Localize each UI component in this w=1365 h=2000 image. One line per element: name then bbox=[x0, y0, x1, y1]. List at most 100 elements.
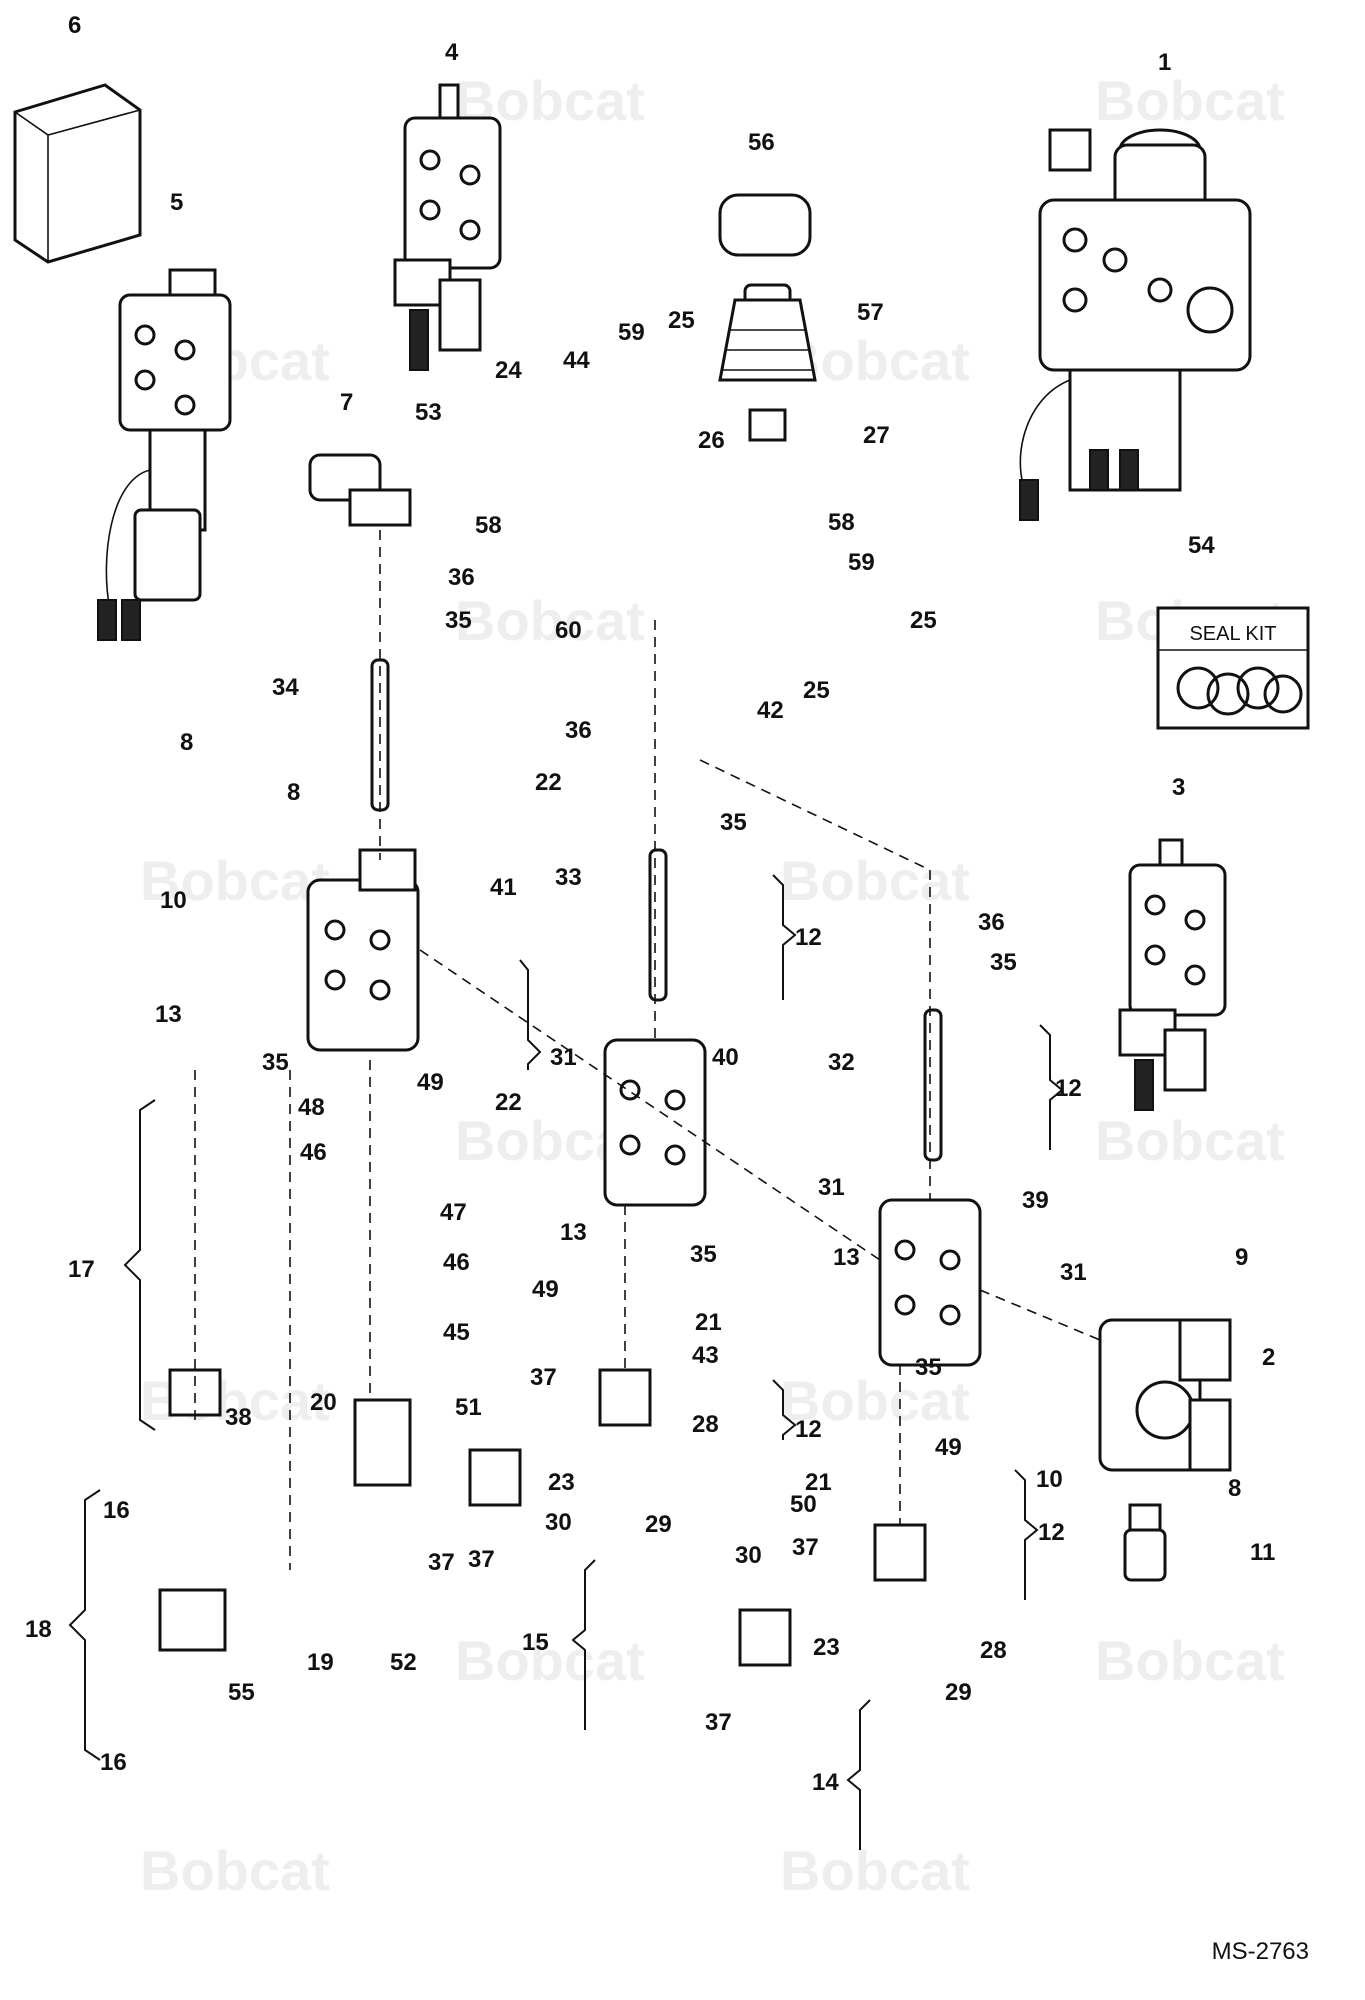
callout-label: 44 bbox=[563, 347, 590, 374]
callout-label: 35 bbox=[915, 1354, 942, 1381]
callout-label: 55 bbox=[228, 1679, 255, 1706]
callout-labels: 1 2 3 4 5 6 7 8 8 8 9 10 10 11 12 12 12 … bbox=[25, 12, 1275, 1796]
callout-label: 24 bbox=[495, 357, 522, 384]
callout-label: 38 bbox=[225, 1404, 252, 1431]
part-box bbox=[13, 83, 142, 264]
watermark: Bobcat bbox=[1095, 1109, 1285, 1172]
callout-label: 15 bbox=[522, 1629, 549, 1656]
callout-label: 12 bbox=[1038, 1519, 1065, 1546]
callout-label: 28 bbox=[980, 1637, 1007, 1664]
callout-label: 36 bbox=[565, 717, 592, 744]
callout-label: 12 bbox=[1055, 1075, 1082, 1102]
callout-label: 17 bbox=[68, 1256, 95, 1283]
callout-label: 8 bbox=[287, 779, 300, 806]
callout-label: 43 bbox=[692, 1342, 719, 1369]
callout-label: 21 bbox=[805, 1469, 832, 1496]
part-detent-7 bbox=[308, 453, 412, 527]
callout-label: 14 bbox=[812, 1769, 839, 1796]
callout-label: 6 bbox=[68, 12, 81, 39]
callout-label: 29 bbox=[645, 1511, 672, 1538]
callout-label: 7 bbox=[340, 389, 353, 416]
callout-label: 37 bbox=[468, 1546, 495, 1573]
callout-label: 31 bbox=[818, 1174, 845, 1201]
part-valve-section-39 bbox=[878, 1198, 982, 1367]
callout-label: 57 bbox=[857, 299, 884, 326]
callout-label: 13 bbox=[560, 1219, 587, 1246]
callout-label: 32 bbox=[828, 1049, 855, 1076]
callout-label: 23 bbox=[813, 1634, 840, 1661]
callout-label: 8 bbox=[1228, 1475, 1241, 1502]
callout-label: 51 bbox=[455, 1394, 482, 1421]
callout-label: 9 bbox=[1235, 1244, 1248, 1271]
callout-label: 22 bbox=[495, 1089, 522, 1116]
callout-label: 20 bbox=[310, 1389, 337, 1416]
callout-label: 5 bbox=[170, 189, 183, 216]
callout-label: 33 bbox=[555, 864, 582, 891]
callout-label: 13 bbox=[833, 1244, 860, 1271]
callout-label: 2 bbox=[1262, 1344, 1275, 1371]
callout-label: 35 bbox=[690, 1241, 717, 1268]
assembly-dashed-lines bbox=[194, 530, 1101, 1570]
callout-label: 30 bbox=[735, 1542, 762, 1569]
callout-label: 19 bbox=[307, 1649, 334, 1676]
callout-label: 12 bbox=[795, 1416, 822, 1443]
callout-label: 58 bbox=[475, 512, 502, 539]
callout-label: 59 bbox=[618, 319, 645, 346]
callout-label: 36 bbox=[978, 909, 1005, 936]
part-relief-valve-11 bbox=[1123, 1503, 1167, 1582]
callout-label: 37 bbox=[792, 1534, 819, 1561]
seal-kit-label: SEAL KIT bbox=[1189, 623, 1276, 645]
watermark: Bobcat bbox=[140, 1839, 330, 1902]
callout-label: 40 bbox=[712, 1044, 739, 1071]
callout-label: 53 bbox=[415, 399, 442, 426]
part-valve-section-41 bbox=[306, 848, 420, 1052]
callout-label: 49 bbox=[532, 1276, 559, 1303]
watermark: Bobcat bbox=[455, 589, 645, 652]
brackets bbox=[68, 874, 1064, 1850]
callout-label: 31 bbox=[550, 1044, 577, 1071]
callout-label: 48 bbox=[298, 1094, 325, 1121]
callout-label: 42 bbox=[757, 697, 784, 724]
seal-kit-box: SEAL KIT bbox=[1156, 606, 1310, 730]
watermark: Bobcat bbox=[455, 1629, 645, 1692]
callout-label: 22 bbox=[535, 769, 562, 796]
watermark: Bobcat bbox=[780, 1839, 970, 1902]
callout-label: 35 bbox=[445, 607, 472, 634]
callout-label: 39 bbox=[1022, 1187, 1049, 1214]
watermark: Bobcat bbox=[1095, 1629, 1285, 1692]
document-id: MS-2763 bbox=[1211, 1938, 1309, 1965]
callout-label: 16 bbox=[100, 1749, 127, 1776]
callout-label: 31 bbox=[1060, 1259, 1087, 1286]
callout-label: 59 bbox=[848, 549, 875, 576]
callout-label: 28 bbox=[692, 1411, 719, 1438]
callout-label: 52 bbox=[390, 1649, 417, 1676]
callout-label: 56 bbox=[748, 129, 775, 156]
callout-label: 60 bbox=[555, 617, 582, 644]
callout-label: 49 bbox=[417, 1069, 444, 1096]
part-valve-assembly-1 bbox=[1019, 128, 1252, 521]
callout-label: 46 bbox=[443, 1249, 470, 1276]
callout-label: 30 bbox=[545, 1509, 572, 1536]
callout-label: 37 bbox=[705, 1709, 732, 1736]
watermarks: Bobcat Bobcat Bobcat Bobcat Bobcat Bobca… bbox=[140, 69, 1285, 1902]
callout-label: 45 bbox=[443, 1319, 470, 1346]
callout-label: 35 bbox=[262, 1049, 289, 1076]
callout-label: 3 bbox=[1172, 774, 1185, 801]
callout-label: 16 bbox=[103, 1497, 130, 1524]
callout-label: 41 bbox=[490, 874, 517, 901]
callout-label: 29 bbox=[945, 1679, 972, 1706]
callout-label: 11 bbox=[1250, 1539, 1275, 1566]
watermark: Bobcat bbox=[1095, 69, 1285, 132]
callout-label: 37 bbox=[530, 1364, 557, 1391]
callout-label: 54 bbox=[1188, 532, 1215, 559]
part-valve-section-40 bbox=[603, 1038, 707, 1207]
callout-label: 10 bbox=[160, 887, 187, 914]
callout-label: 35 bbox=[720, 809, 747, 836]
callout-label: 23 bbox=[548, 1469, 575, 1496]
part-valve-section-4 bbox=[393, 83, 502, 371]
callout-label: 49 bbox=[935, 1434, 962, 1461]
part-inlet-section-2 bbox=[1098, 1318, 1232, 1472]
callout-label: 4 bbox=[445, 39, 459, 66]
part-boot-57 bbox=[718, 283, 817, 442]
callout-label: 46 bbox=[300, 1139, 327, 1166]
